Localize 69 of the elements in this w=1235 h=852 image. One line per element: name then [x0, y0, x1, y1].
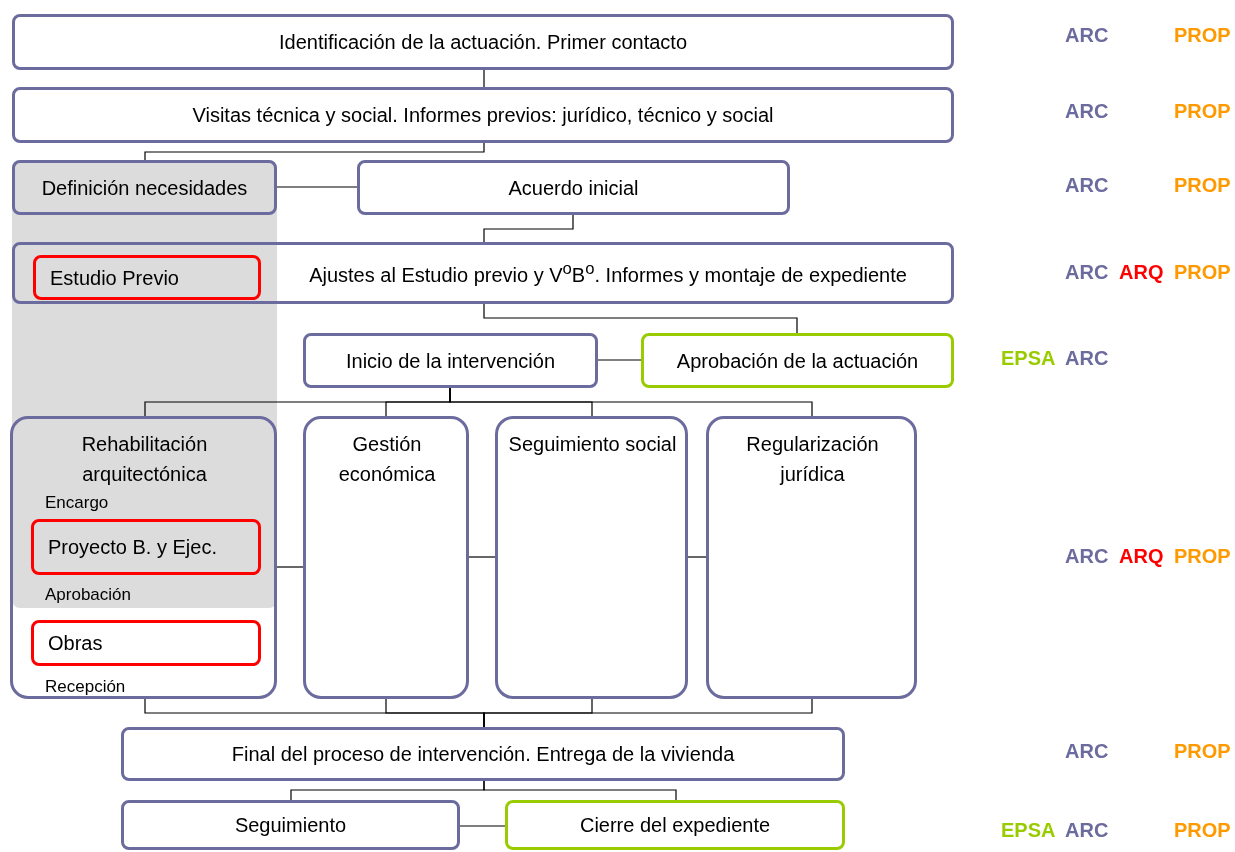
process-box: [303, 416, 469, 699]
box-text: Final del proceso de intervención. Entrega de la vivienda: [231, 742, 735, 767]
process-box: [706, 416, 917, 699]
connector-line: [687, 556, 707, 558]
box-text: Identificación de la actuación. Primer contacto: [279, 30, 687, 55]
process-box: [12, 14, 954, 70]
role-tag: ARC: [1065, 99, 1109, 123]
process-box: [31, 620, 261, 666]
box-text: Gestión económica: [337, 432, 437, 487]
process-box: [31, 519, 261, 575]
role-tag: ARQ: [1119, 544, 1164, 568]
role-tag: PROP: [1174, 260, 1231, 284]
role-tag: ARC: [1065, 818, 1109, 842]
box-text: Estudio Previo: [50, 265, 179, 291]
process-box: [641, 333, 954, 388]
box-text: Acuerdo inicial: [508, 175, 639, 201]
role-tag: ARC: [1065, 23, 1109, 47]
role-tag: PROP: [1174, 544, 1231, 568]
box-text: Aprobación de la actuación: [676, 348, 919, 374]
role-tag: PROP: [1174, 99, 1231, 123]
box-text: Regularización jurídica: [745, 432, 880, 487]
process-box: [357, 160, 790, 215]
connector-line: [144, 142, 485, 161]
process-box: [12, 160, 277, 215]
process-box: [505, 800, 845, 850]
process-box: [121, 800, 460, 850]
connector-line: [459, 825, 506, 827]
role-tag: ARC: [1065, 739, 1109, 763]
process-box: [33, 255, 261, 300]
connector-line: [276, 186, 358, 188]
connector-line: [597, 359, 642, 361]
connector-line: [449, 387, 813, 417]
connector-line: [276, 566, 304, 568]
connector-line: [468, 556, 496, 558]
process-box: [12, 242, 954, 304]
box-text: Proyecto B. y Ejec.: [48, 535, 217, 560]
role-tag: PROP: [1174, 23, 1231, 47]
role-tag: EPSA: [1001, 818, 1056, 842]
box-text: Ajustes al Estudio previo y V$^{o}$B$^{o}$. Informes y montaje de expediente: [309, 258, 907, 288]
process-box: [495, 416, 688, 699]
step-label: Encargo: [45, 493, 109, 513]
box-text: Obras: [48, 631, 103, 656]
connector-line: [483, 303, 798, 334]
connector-line: [483, 698, 813, 728]
step-label: Recepción: [45, 677, 126, 697]
role-tag: ARC: [1065, 346, 1109, 370]
connector-line: [483, 69, 485, 88]
box-text: Rehabilitación arquitectónica: [80, 432, 209, 487]
role-tag: ARC: [1065, 173, 1109, 197]
box-text: Definición necesidades: [41, 175, 248, 201]
process-box: [10, 416, 277, 699]
connector-line: [483, 780, 677, 801]
box-text: Seguimiento: [234, 813, 347, 838]
role-tag: EPSA: [1001, 346, 1056, 370]
role-tag: ARC: [1065, 260, 1109, 284]
role-tag: PROP: [1174, 173, 1231, 197]
role-tag: ARQ: [1119, 260, 1164, 284]
box-text: Visitas técnica y social. Informes previos: jurídico, técnico y social: [192, 103, 774, 128]
role-tag: PROP: [1174, 739, 1231, 763]
box-text: Inicio de la intervención: [346, 348, 555, 374]
process-box: [12, 87, 954, 143]
connector-line: [483, 214, 574, 243]
role-tag: ARC: [1065, 544, 1109, 568]
box-text: Cierre del expediente: [579, 813, 771, 838]
process-box: [303, 333, 598, 388]
box-text: Seguimiento social: [508, 432, 677, 457]
process-box: [121, 727, 845, 781]
role-tag: PROP: [1174, 818, 1231, 842]
step-label: Aprobación: [45, 585, 131, 605]
